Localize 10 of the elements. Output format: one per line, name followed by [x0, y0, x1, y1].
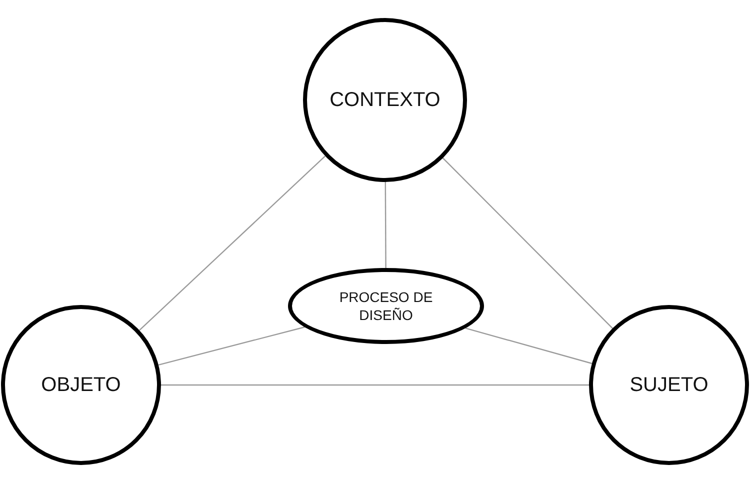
connector-line — [384, 182, 386, 268]
connector-line — [465, 328, 592, 364]
connector-line — [158, 326, 305, 366]
connector-line — [161, 384, 589, 386]
node-label: PROCESO DE DISEÑO — [338, 288, 434, 324]
node-label: OBJETO — [41, 373, 121, 398]
connector-line — [138, 156, 326, 331]
connector-line — [442, 158, 613, 329]
node-label: CONTEXTO — [330, 88, 440, 113]
node-label: SUJETO — [630, 373, 708, 398]
